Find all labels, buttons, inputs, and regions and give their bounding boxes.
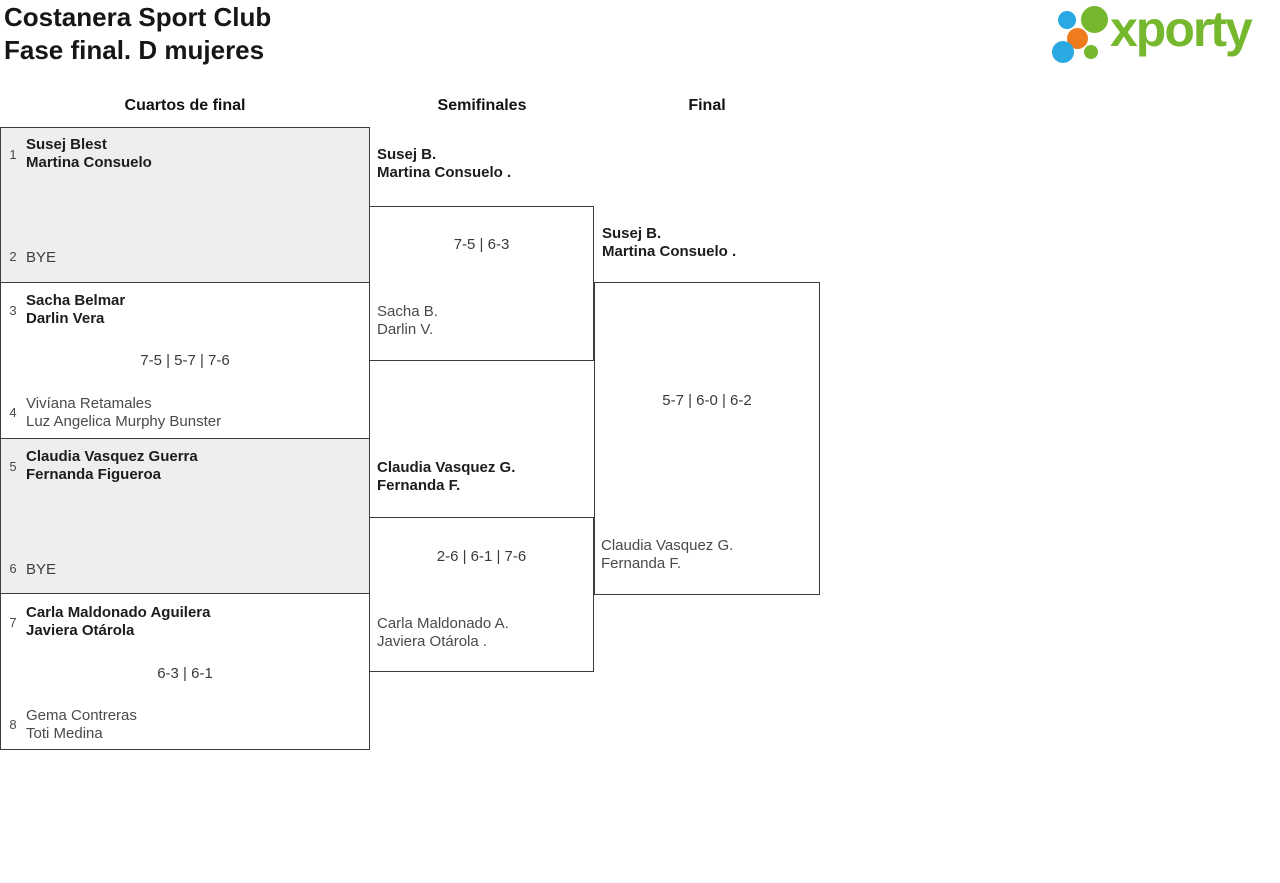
qf2-team-bottom: Vivíana Retamales Luz Angelica Murphy Bu… — [26, 395, 221, 431]
player-name: Susej Blest — [26, 136, 107, 153]
player-name: Fernanda F. — [377, 477, 461, 494]
qf-match-1-box — [0, 127, 370, 283]
player-name: Susej B. — [602, 225, 662, 242]
player-name: Fernanda F. — [601, 555, 682, 572]
player-name: Javiera Otárola — [26, 622, 135, 639]
qf1-team-top: Susej Blest Martina Consuelo — [26, 136, 152, 172]
phase-name: Fase final. D mujeres — [4, 35, 265, 65]
sf1-connector-box — [369, 206, 594, 361]
round-header-semifinals: Semifinales — [437, 97, 527, 114]
player-name: Javiera Otárola . — [377, 633, 488, 650]
qf4-team-top: Carla Maldonado Aguilera Javiera Otárola — [26, 604, 210, 640]
player-name: Sacha Belmar — [26, 292, 126, 309]
seed-number: 1 — [9, 147, 17, 162]
player-name: Claudia Vasquez Guerra — [26, 448, 198, 465]
seed-number: 8 — [9, 717, 17, 732]
player-name: Carla Maldonado A. — [377, 615, 509, 632]
qf3-team-bottom: BYE — [26, 561, 56, 579]
qf-match-4-box — [0, 593, 370, 750]
round-header-quarterfinals: Cuartos de final — [124, 97, 246, 114]
final-connector-box — [594, 282, 820, 595]
qf-match-3-box — [0, 438, 370, 594]
sf1-loser: Sacha B. Darlin V. — [377, 303, 438, 339]
qf4-score: 6-3 | 6-1 — [157, 665, 213, 682]
logo-dot-green-small — [1084, 45, 1098, 59]
player-name: Toti Medina — [26, 725, 103, 742]
final-loser: Claudia Vasquez G. Fernanda F. — [601, 537, 733, 573]
club-name: Costanera Sport Club — [4, 2, 272, 32]
final-score: 5-7 | 6-0 | 6-2 — [662, 392, 752, 409]
seed-number: 6 — [9, 561, 17, 576]
sf2-connector-box — [369, 517, 594, 672]
seed-number: 7 — [9, 615, 17, 630]
player-name: Darlin V. — [377, 321, 434, 338]
player-name: Vivíana Retamales — [26, 395, 152, 412]
seed-number: 2 — [9, 249, 17, 264]
round-header-final: Final — [688, 97, 726, 114]
logo-wordmark: xporty — [1110, 1, 1253, 57]
player-name: Martina Consuelo . — [602, 243, 737, 260]
qf-match-2-box — [0, 282, 370, 439]
seed-number: 3 — [9, 303, 17, 318]
qf2-team-top: Sacha Belmar Darlin Vera — [26, 292, 125, 328]
player-name: Carla Maldonado Aguilera — [26, 604, 211, 621]
player-name: Martina Consuelo — [26, 154, 152, 171]
seed-number: 5 — [9, 459, 17, 474]
bye-label: BYE — [26, 249, 57, 266]
sf1-winner: Susej B. Martina Consuelo . — [377, 146, 511, 182]
player-name: Gema Contreras — [26, 707, 137, 724]
logo-dot-blue-small — [1058, 11, 1076, 29]
qf4-team-bottom: Gema Contreras Toti Medina — [26, 707, 137, 743]
sf1-score: 7-5 | 6-3 — [453, 236, 510, 253]
xporty-logo[interactable]: xporty — [1048, 1, 1278, 72]
page-title: Costanera Sport Club Fase final. D mujer… — [4, 1, 271, 67]
sf2-loser: Carla Maldonado A. Javiera Otárola . — [377, 615, 509, 651]
logo-dot-green-large — [1081, 6, 1108, 33]
qf3-team-top: Claudia Vasquez Guerra Fernanda Figueroa — [26, 448, 198, 484]
player-name: Fernanda Figueroa — [26, 466, 162, 483]
logo-dot-blue-large — [1052, 41, 1074, 63]
player-name: Claudia Vasquez G. — [377, 459, 516, 476]
qf1-team-bottom: BYE — [26, 249, 56, 267]
player-name: Claudia Vasquez G. — [601, 537, 734, 554]
player-name: Susej B. — [377, 146, 437, 163]
qf2-score: 7-5 | 5-7 | 7-6 — [140, 352, 230, 369]
player-name: Martina Consuelo . — [377, 164, 512, 181]
final-winner: Susej B. Martina Consuelo . — [602, 225, 736, 261]
player-name: Sacha B. — [377, 303, 438, 320]
seed-number: 4 — [9, 405, 17, 420]
player-name: Darlin Vera — [26, 310, 105, 327]
logo-dot-orange — [1067, 28, 1088, 49]
sf2-winner: Claudia Vasquez G. Fernanda F. — [377, 459, 515, 495]
bye-label: BYE — [26, 561, 57, 578]
sf2-score: 2-6 | 6-1 | 7-6 — [436, 548, 527, 565]
player-name: Luz Angelica Murphy Bunster — [26, 413, 222, 430]
